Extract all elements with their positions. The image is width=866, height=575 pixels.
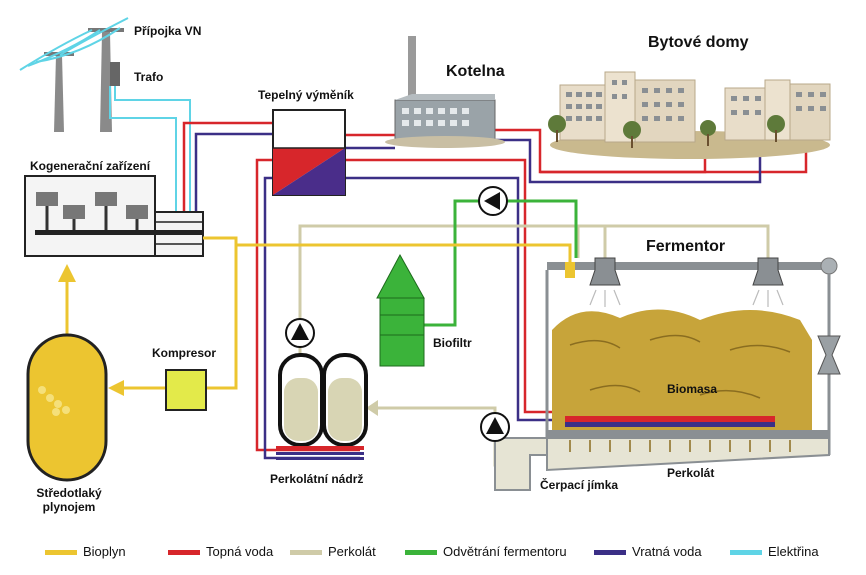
- pump-green: [478, 186, 508, 216]
- bioplyn-lines: [65, 236, 572, 390]
- pripojka-vn-label: Přípojka VN: [134, 24, 202, 38]
- biofiltr-label: Biofiltr: [433, 336, 472, 350]
- pump-percolate-tank: [285, 318, 315, 348]
- biomasa-label: Biomasa: [667, 382, 718, 396]
- fermentor-label: Fermentor: [646, 238, 726, 255]
- legend-swatch: [594, 550, 626, 555]
- legend-swatch: [168, 550, 200, 555]
- fermentor-tank: [494, 257, 841, 491]
- legend-label: Topná voda: [206, 544, 274, 559]
- heat-exchanger: [272, 109, 346, 196]
- legend-swatch: [405, 550, 437, 555]
- legend-swatch: [290, 550, 322, 555]
- biofiltr-unit: [376, 253, 425, 367]
- perkolat-arrow: [366, 400, 378, 416]
- plynojem-tank: [26, 333, 108, 482]
- electricity-line-2: [109, 86, 177, 212]
- perkolat-label: Perkolát: [667, 466, 715, 480]
- legend-label: Bioplyn: [83, 544, 126, 559]
- perkolatni-nadrz: [276, 353, 368, 460]
- bytove-domy-buildings: [548, 71, 831, 159]
- bioplyn-arrow-up: [58, 264, 76, 282]
- legend-label: Odvětrání fermentoru: [443, 544, 567, 559]
- odvetrani-lines: [424, 199, 578, 327]
- bytove-domy-label: Bytové domy: [648, 34, 749, 51]
- legend-swatch: [730, 550, 762, 555]
- kogenerace-unit: [24, 175, 204, 257]
- kogenerace-label: Kogenerační zařízení: [30, 159, 151, 173]
- legend-swatch: [45, 550, 77, 555]
- legend-label: Perkolát: [328, 544, 376, 559]
- legend-label: Vratná voda: [632, 544, 702, 559]
- bioplyn-arrow-left: [108, 380, 124, 396]
- legend: Bioplyn Topná voda Perkolát Odvětrání fe…: [0, 540, 866, 564]
- legend-label: Elektřina: [768, 544, 819, 559]
- kotelna-building: [385, 36, 505, 148]
- trafo-label: Trafo: [134, 70, 164, 84]
- electricity-line: [114, 86, 191, 212]
- kompresor-label: Kompresor: [152, 346, 217, 360]
- transformer-box: [110, 62, 120, 86]
- perkolatni-nadrz-label: Perkolátní nádrž: [270, 472, 364, 486]
- kotelna-label: Kotelna: [446, 63, 505, 80]
- kompresor-box: [165, 369, 207, 411]
- pump-sump: [480, 412, 510, 442]
- plynojem-label: Středotlaký plynojem: [36, 486, 102, 514]
- power-poles: [19, 17, 129, 132]
- cerpaci-jimka-label: Čerpací jímka: [540, 478, 619, 492]
- vymenik-label: Tepelný výměník: [258, 88, 354, 102]
